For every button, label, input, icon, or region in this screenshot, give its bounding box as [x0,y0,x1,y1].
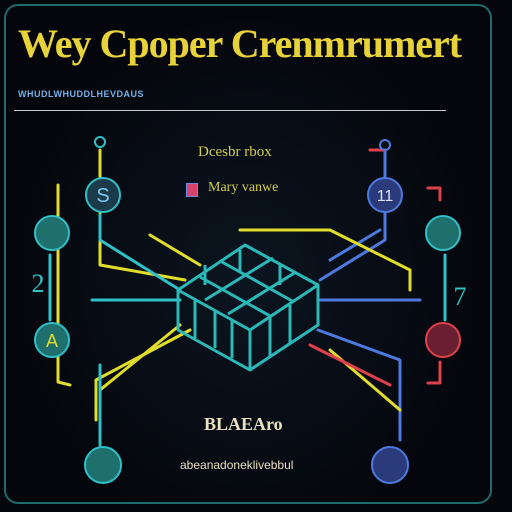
connector-line [308,343,392,387]
connector-line [148,233,202,267]
diagram-frame [4,4,492,504]
terminal-dot [379,139,391,151]
connector-line [316,328,402,442]
node-left-bottom [84,446,122,484]
diagram-title: Wey Cpoper Crenmrumert [18,21,462,66]
connector-line [328,228,382,262]
node-right-low [425,322,461,358]
connector-line [238,228,412,292]
label-middle: Mary vanwe [208,180,279,195]
label-top: Dcesbr rbox [198,144,272,160]
node-right-top [367,177,403,213]
node-glyph: 2 [32,269,45,298]
node-left-mid [34,215,70,251]
node-glyph: S [96,185,109,207]
central-cube [176,243,320,372]
label-bottom: BLAEAro [204,414,283,434]
connector-line [98,323,182,392]
node-glyph: 11 [377,188,394,205]
connector-line [94,328,192,422]
node-glyph: A [46,331,58,351]
connector-line [56,183,72,387]
label-marker [186,183,198,197]
connector-line [98,148,187,282]
node-right-mid [425,215,461,251]
connector-line [426,360,442,385]
terminal-dot [94,136,106,148]
node-right-bottom [371,446,409,484]
diagram-subtitle: WHUDLWHUDDLHEVDAUS [18,89,144,99]
node-left-top [85,177,121,213]
node-left-low [34,322,70,358]
label-footer: abeanadoneklivebbul [180,458,294,472]
connector-line [98,213,182,292]
title-divider [14,110,446,111]
connector-line [426,186,442,202]
node-glyph: 7 [454,282,467,311]
